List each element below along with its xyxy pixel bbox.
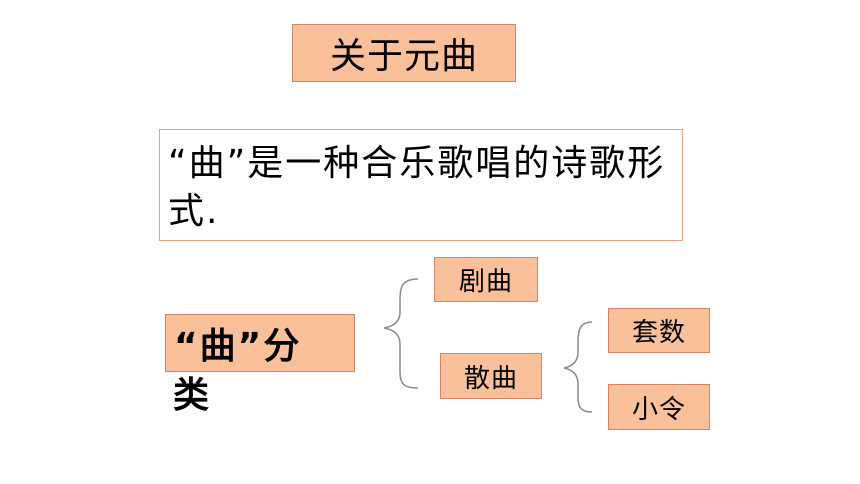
subtype-label-xiaoling: 小令 — [631, 394, 686, 425]
type-box-juqu: 剧曲 — [434, 257, 538, 302]
bracket-main — [383, 278, 419, 389]
type-label-sanqu: 散曲 — [463, 363, 518, 394]
definition-text: “曲”是一种合乐歌唱的诗歌形式. — [168, 143, 666, 232]
definition-box: “曲”是一种合乐歌唱的诗歌形式. — [159, 129, 683, 241]
page-title: 关于元曲 — [329, 36, 478, 77]
subtype-label-taoshu: 套数 — [631, 318, 686, 348]
type-box-sanqu: 散曲 — [440, 353, 542, 399]
classification-label-overflow: 类 — [173, 375, 210, 416]
title-box: 关于元曲 — [292, 24, 516, 82]
type-label-juqu: 剧曲 — [458, 267, 513, 297]
bracket-sanqu — [563, 321, 593, 413]
subtype-box-xiaoling: 小令 — [608, 384, 710, 430]
classification-label-box: “曲”分 — [165, 314, 355, 372]
subtype-box-taoshu: 套数 — [608, 308, 710, 353]
classification-label: “曲”分 — [174, 326, 302, 367]
